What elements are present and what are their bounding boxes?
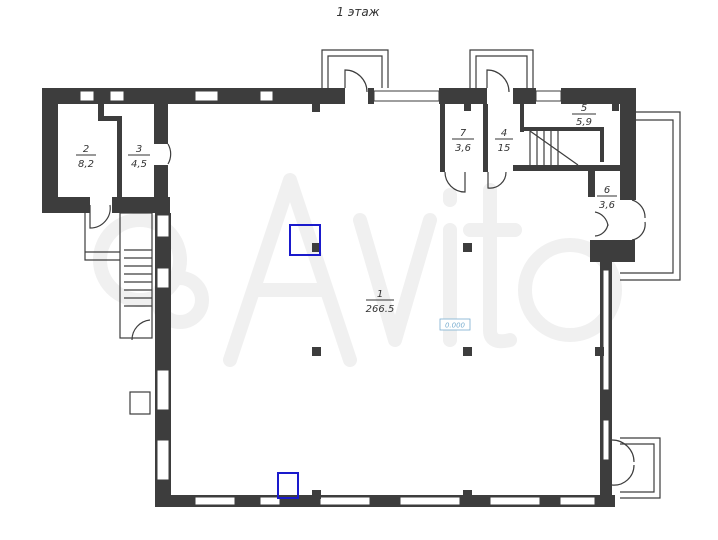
svg-text:3,6: 3,6 <box>455 143 471 154</box>
columns <box>312 104 619 499</box>
svg-text:1: 1 <box>377 289 383 300</box>
level-mark: 0.000 <box>439 318 471 331</box>
room-label-5: 5 5,9 <box>572 103 596 128</box>
watermark-logo <box>93 173 622 367</box>
floor-title: 1 этаж <box>336 5 379 19</box>
svg-text:5: 5 <box>581 103 587 114</box>
room-label-6: 6 3,6 <box>597 185 617 211</box>
svg-text:3: 3 <box>136 144 142 155</box>
svg-text:8,2: 8,2 <box>78 159 94 170</box>
room-label-2: 2 8,2 <box>76 144 96 170</box>
room-label-4: 4 15 <box>495 128 513 154</box>
svg-text:3,6: 3,6 <box>599 200 615 211</box>
svg-text:7: 7 <box>460 128 467 139</box>
balconies <box>321 49 681 499</box>
svg-text:6: 6 <box>604 185 610 196</box>
highlight-column-marker <box>289 224 321 256</box>
doors <box>89 69 646 486</box>
highlight-column-marker <box>277 472 299 499</box>
svg-text:266.5: 266.5 <box>366 304 395 315</box>
svg-text:2: 2 <box>83 144 89 155</box>
windows <box>79 90 610 506</box>
svg-text:4,5: 4,5 <box>131 159 147 170</box>
svg-text:0.000: 0.000 <box>445 322 466 330</box>
room-label-7: 7 3,6 <box>452 128 474 154</box>
staircase <box>84 130 579 415</box>
room-label-1: 1 266.5 <box>366 289 395 315</box>
svg-text:15: 15 <box>498 143 511 154</box>
room-label-3: 3 4,5 <box>128 144 150 170</box>
svg-text:5,9: 5,9 <box>576 117 592 128</box>
svg-text:4: 4 <box>501 128 507 139</box>
